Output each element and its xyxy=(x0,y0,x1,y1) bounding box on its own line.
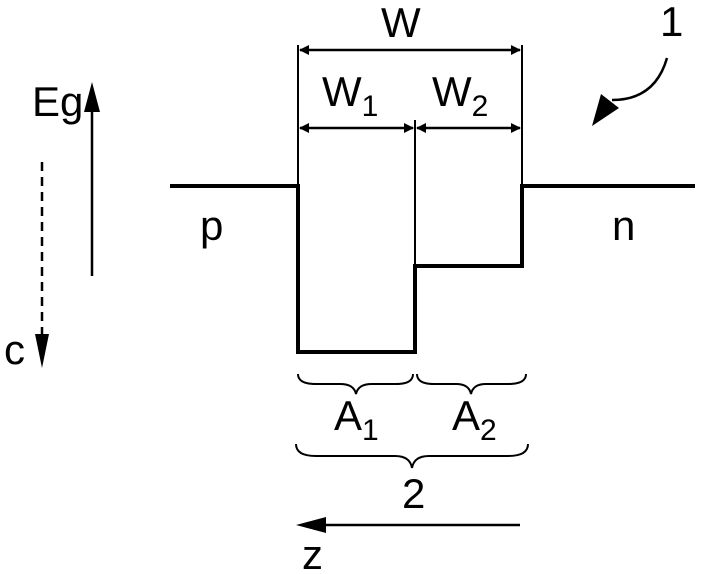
width-total-label: W xyxy=(381,0,421,46)
region-p-label: p xyxy=(200,202,223,249)
width-w1-label: W1 xyxy=(322,68,378,123)
band-gap-arrowhead xyxy=(84,82,100,112)
band-gap-label: Eg xyxy=(32,78,83,125)
position-label: z xyxy=(302,531,323,574)
width-w2-label: W2 xyxy=(432,68,488,123)
brace-a2 xyxy=(416,373,527,395)
concentration-label: c xyxy=(4,326,25,373)
reference-leader-arrow xyxy=(611,57,669,102)
brace-a1 xyxy=(297,373,414,395)
brace-overall xyxy=(295,443,529,469)
position-arrowhead xyxy=(296,517,326,533)
region-n-label: n xyxy=(612,202,635,249)
reference-numeral: 1 xyxy=(660,0,683,45)
zone-a1-label: A1 xyxy=(334,392,379,447)
reference-leader-arrowhead xyxy=(592,94,619,126)
concentration-arrowhead xyxy=(35,334,49,368)
active-region-numeral: 2 xyxy=(402,470,425,517)
zone-a2-label: A2 xyxy=(452,392,497,447)
